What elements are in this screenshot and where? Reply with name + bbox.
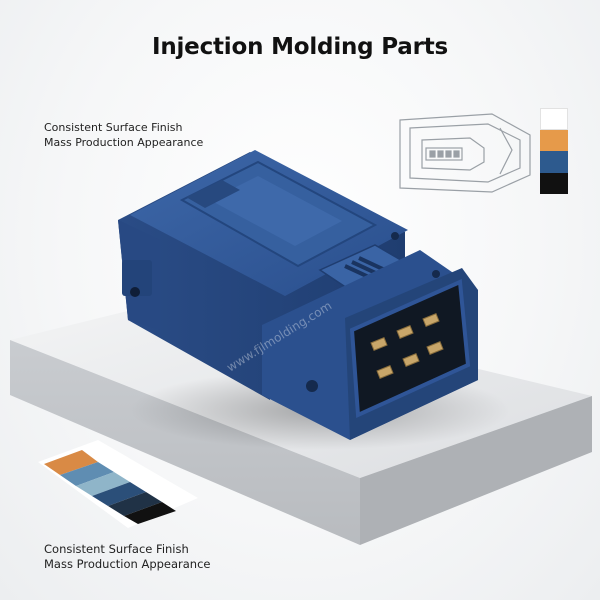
caption-line-2: Mass Production Appearance xyxy=(44,557,211,571)
caption-line-2: Mass Production Appearance xyxy=(44,136,204,149)
card-swatch xyxy=(108,492,162,516)
swatch-black xyxy=(540,172,568,194)
caption-bottom: Consistent Surface Finish Mass Productio… xyxy=(44,542,211,572)
swatch-blue xyxy=(540,151,568,173)
card-swatch xyxy=(124,502,176,524)
card-swatch xyxy=(44,450,98,475)
caption-top: Consistent Surface Finish Mass Productio… xyxy=(44,120,203,150)
color-swatch-column xyxy=(540,108,568,194)
card-swatch xyxy=(60,462,114,486)
page-title: Injection Molding Parts xyxy=(151,34,449,60)
technical-outline xyxy=(399,113,531,193)
swatch-orange xyxy=(540,129,568,151)
connector-part xyxy=(118,150,478,440)
connector-pins xyxy=(370,313,444,379)
caption-line-1: Consistent Surface Finish xyxy=(44,121,183,134)
caption-line-1: Consistent Surface Finish xyxy=(44,542,189,556)
swatch-white xyxy=(540,108,568,130)
card-swatch xyxy=(92,482,146,506)
color-card xyxy=(38,440,198,528)
card-swatch xyxy=(76,472,130,496)
